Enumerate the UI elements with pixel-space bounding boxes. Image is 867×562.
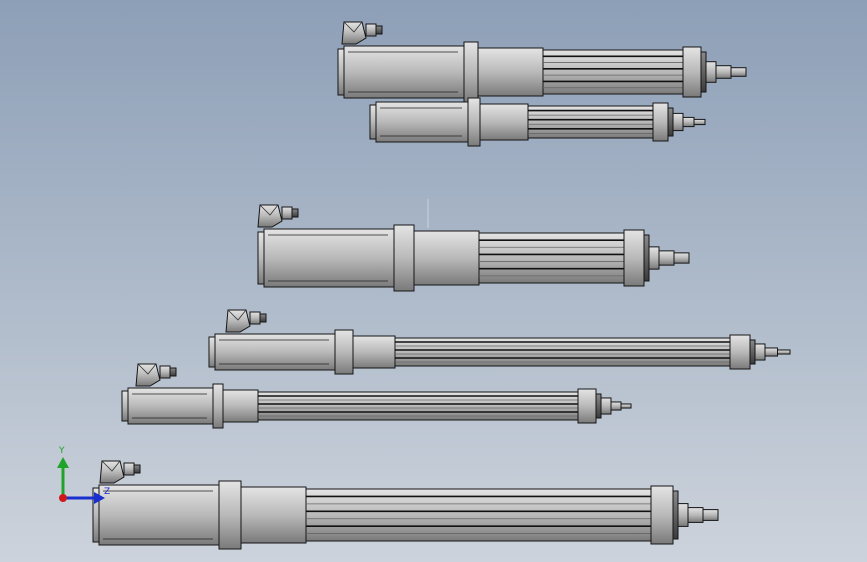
triad-y-arrow [57, 457, 69, 468]
actuator-6 [92, 460, 719, 550]
gear-housing [222, 389, 259, 423]
front-plate [749, 339, 756, 365]
profile-tube [478, 232, 625, 284]
connector-nut [365, 23, 377, 37]
actuator-2 [369, 97, 706, 147]
rod-boss [600, 397, 612, 415]
connector-tip [291, 208, 299, 218]
front-end-cap [650, 485, 674, 545]
front-end-cap [729, 334, 751, 370]
motor-body [375, 101, 469, 143]
rod-boss [754, 343, 766, 361]
actuator-4 [208, 309, 791, 375]
mounting-flange [334, 329, 354, 375]
rod-end [702, 509, 719, 521]
front-end-cap [577, 388, 597, 424]
gear-housing [352, 335, 396, 369]
connector-elbow [135, 363, 161, 387]
connector-elbow [257, 204, 283, 228]
connector-tip [169, 367, 177, 377]
connector-edge [343, 21, 363, 33]
front-plate [667, 107, 674, 137]
connector-edge [259, 204, 279, 216]
connector-tip [133, 464, 141, 474]
mounting-flange [218, 480, 242, 550]
coordinate-triad: YZ [57, 446, 110, 504]
mounting-flange [393, 224, 415, 292]
front-plate [672, 490, 679, 540]
piston-rod [687, 507, 704, 523]
rod-boss [672, 112, 684, 132]
mounting-flange [467, 97, 481, 147]
triad-x-axis [59, 494, 67, 502]
front-end-cap [652, 102, 669, 142]
gear-housing [413, 230, 480, 286]
actuator-3 [257, 204, 690, 292]
front-plate [643, 234, 650, 282]
front-end-cap [623, 229, 645, 287]
piston-rod [682, 116, 695, 128]
front-plate [700, 51, 707, 93]
rod-end [730, 67, 747, 77]
rod-end [693, 118, 706, 126]
rod-boss [648, 246, 660, 270]
rod-end [673, 252, 690, 264]
front-end-cap [682, 46, 702, 98]
actuator-5 [121, 363, 632, 429]
mounting-flange [463, 41, 479, 103]
motor-body [98, 484, 220, 546]
connector-edge [227, 309, 247, 321]
connector-nut [281, 206, 293, 220]
connector-nut [123, 462, 135, 476]
piston-rod [658, 250, 675, 266]
gear-housing [240, 486, 307, 544]
rod-end [777, 349, 791, 355]
connector-elbow [225, 309, 251, 333]
connector-tip [375, 25, 383, 35]
motor-body [343, 45, 465, 99]
connector-tip [259, 313, 267, 323]
motor-body [263, 228, 395, 288]
connector-elbow [341, 21, 367, 45]
profile-tube [542, 49, 684, 95]
piston-rod [715, 65, 732, 79]
profile-tube [305, 488, 652, 542]
gear-housing [477, 47, 544, 97]
rod-boss [677, 503, 689, 527]
triad-z-label: Z [104, 487, 110, 497]
rod-end [620, 403, 632, 409]
front-plate [595, 393, 602, 419]
connector-nut [249, 311, 261, 325]
connector-nut [159, 365, 171, 379]
connector-elbow [99, 460, 125, 484]
triad-z-arrow [94, 492, 105, 504]
actuator-1 [337, 21, 747, 103]
piston-rod [610, 401, 622, 411]
piston-rod [764, 347, 778, 357]
connector-edge [101, 460, 121, 472]
gear-housing [479, 103, 529, 141]
triad-y-label: Y [58, 446, 65, 456]
connector-edge [137, 363, 157, 375]
motor-body [127, 387, 214, 425]
rod-boss [705, 61, 717, 83]
mounting-flange [212, 383, 224, 429]
motor-body [214, 333, 336, 371]
